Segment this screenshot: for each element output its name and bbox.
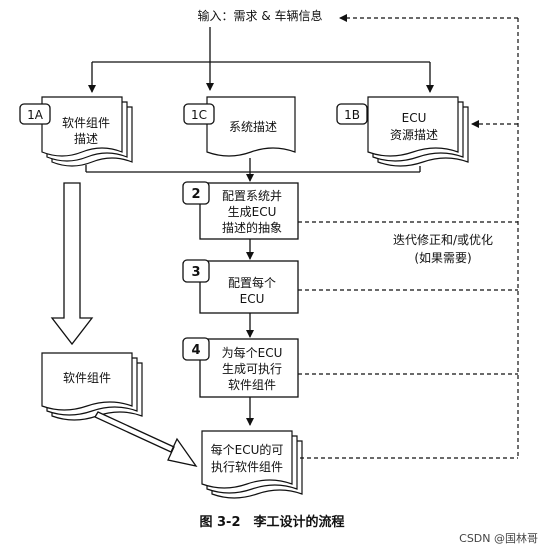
hollow-arrow-down <box>50 182 94 346</box>
iteration-feedback-loop <box>298 14 519 459</box>
badge-1b-label: 1B <box>344 108 360 122</box>
doc-1b-line-1: ECU <box>402 111 427 125</box>
watermark: CSDN @国林哥 <box>459 531 538 545</box>
doc-software-component-description: 1A 软件组件 描述 <box>19 96 133 167</box>
doc-software-components: 软件组件 <box>41 352 143 421</box>
step-2-line-2: 生成ECU <box>228 205 277 219</box>
iteration-note-line-1: 迭代修正和/或优化 <box>393 232 493 247</box>
badge-1c <box>183 103 215 125</box>
step-2-configure-system: 2 配置系统并 生成ECU 描述的抽象 <box>182 181 299 240</box>
doc-per-ecu-executables: 每个ECU的可 执行软件组件 <box>201 430 303 499</box>
step-3-line-2: ECU <box>240 292 265 306</box>
step-2-line-1: 配置系统并 <box>222 189 282 203</box>
step-3-configure-each-ecu: 3 配置每个 ECU <box>182 259 299 314</box>
doc-1a-line-2: 描述 <box>74 132 98 146</box>
figure-caption: 图 3-2 李工设计的流程 <box>199 514 344 530</box>
step-3-badge <box>182 259 210 283</box>
step-4-line-3: 软件组件 <box>228 378 276 392</box>
badge-1b <box>336 103 368 125</box>
step-2-line-3: 描述的抽象 <box>222 220 282 235</box>
step-3-line-1: 配置每个 <box>228 275 276 290</box>
doc-1b-line-2: 资源描述 <box>390 128 438 142</box>
doc-ecu-resource-description: 1B ECU 资源描述 <box>336 96 469 167</box>
output-line-2: 执行软件组件 <box>211 460 283 474</box>
output-line-1: 每个ECU的可 <box>211 442 284 457</box>
doc-system-description: 1C 系统描述 <box>183 96 296 157</box>
step-4-line-2: 生成可执行 <box>222 362 282 376</box>
badge-1a-label: 1A <box>27 108 44 122</box>
software-components-label: 软件组件 <box>63 371 111 385</box>
step-4-generate-executables: 4 为每个ECU 生成可执行 软件组件 <box>182 337 299 398</box>
doc-1a-line-1: 软件组件 <box>62 116 110 130</box>
step-3-number: 3 <box>191 265 200 280</box>
hollow-arrow-diagonal <box>94 411 198 467</box>
step-2-number: 2 <box>191 187 200 202</box>
step-4-number: 4 <box>191 343 200 358</box>
badge-1a <box>19 103 51 125</box>
badge-1c-label: 1C <box>191 108 207 122</box>
doc-1c-line-1: 系统描述 <box>229 120 277 134</box>
input-label: 输入：需求 & 车辆信息 <box>198 8 323 23</box>
step-4-badge <box>182 337 210 361</box>
step-2-badge <box>182 181 210 205</box>
iteration-note-line-2: (如果需要) <box>414 250 471 265</box>
step-4-line-1: 为每个ECU <box>222 345 283 360</box>
